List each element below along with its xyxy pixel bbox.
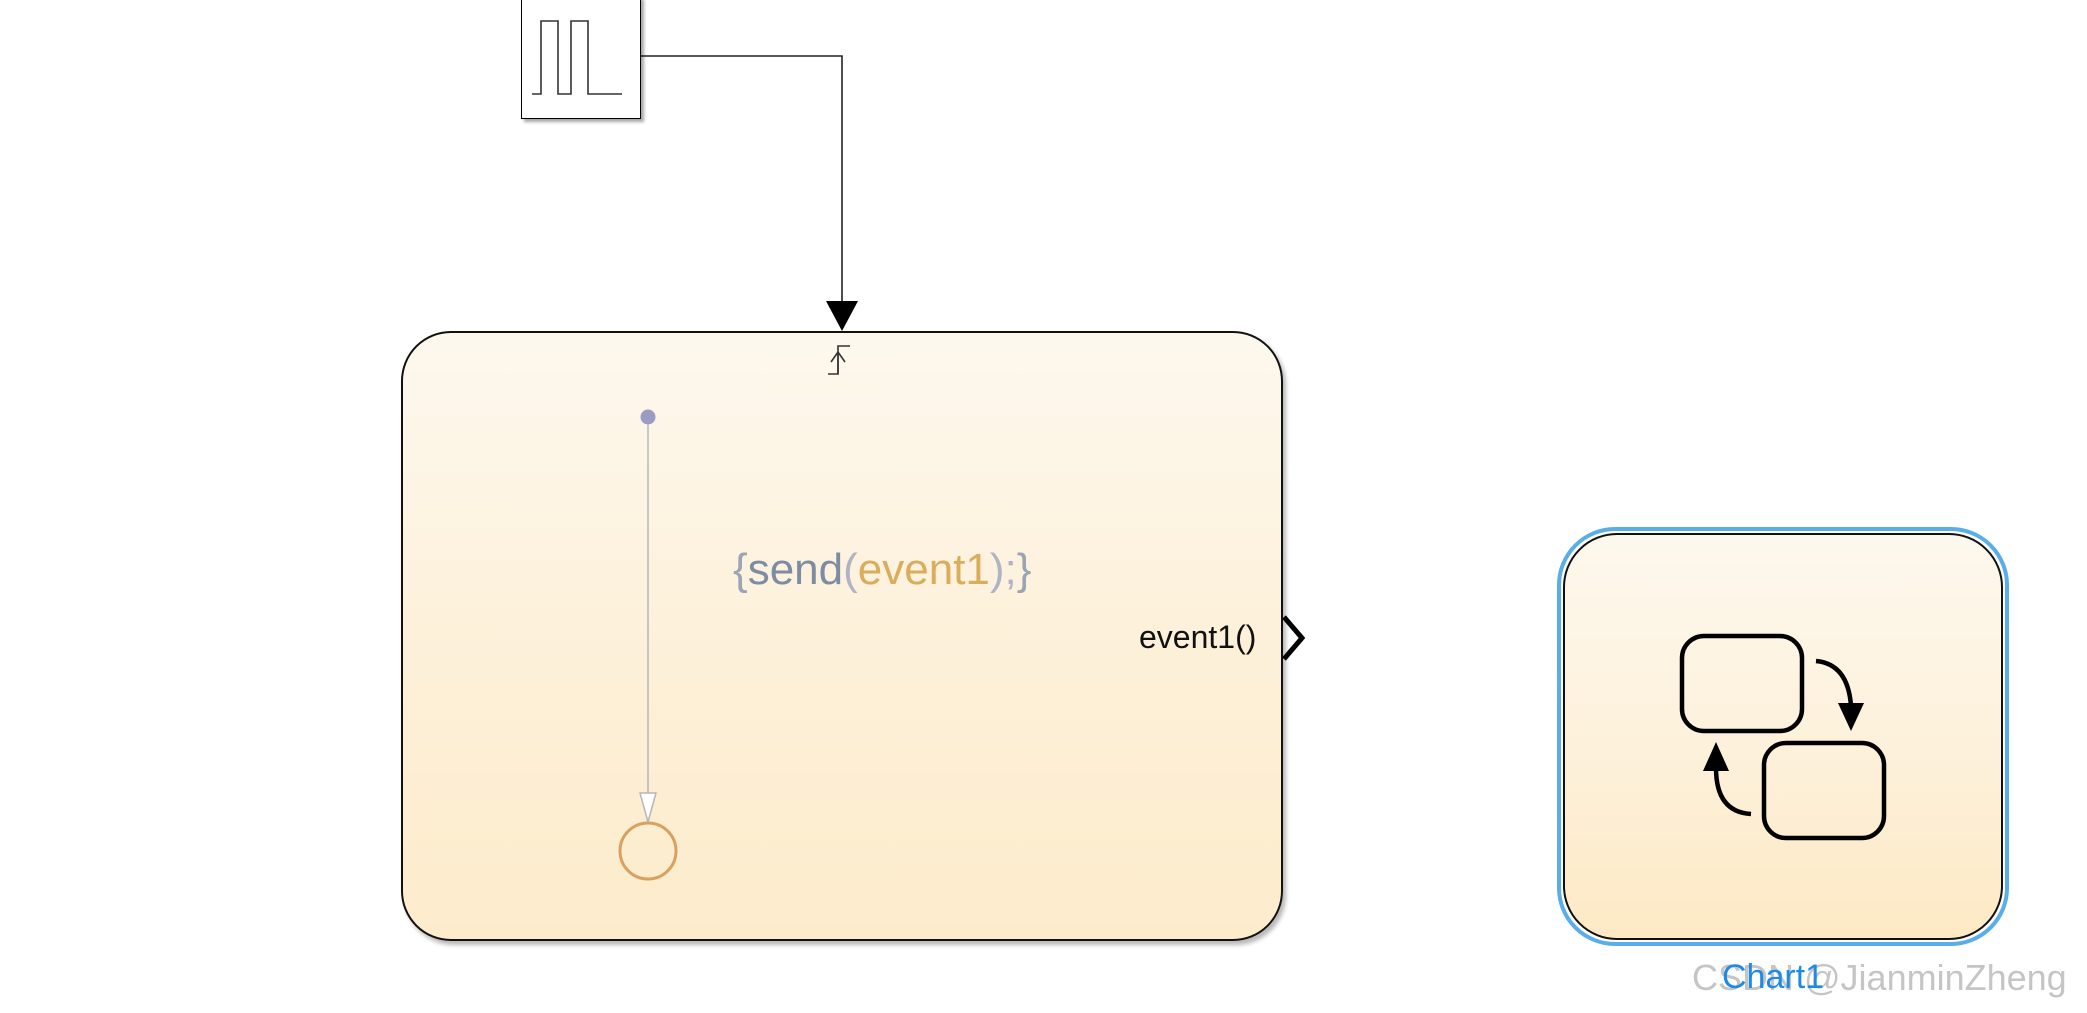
- output-event-label: event1(): [1139, 619, 1257, 655]
- state-box-upper: [1679, 633, 1805, 734]
- transition-curve-right: [1815, 658, 1854, 707]
- chart-block[interactable]: [401, 331, 1283, 941]
- code-paren-close: ): [989, 545, 1005, 594]
- default-transition-arrowhead: [639, 792, 657, 825]
- code-keyword-send: send: [747, 545, 844, 594]
- chart1-block-body: [1563, 533, 2003, 940]
- pulse-generator-block[interactable]: [521, 0, 641, 119]
- code-argument: event1: [857, 545, 990, 594]
- rising-edge-trigger-icon: [828, 345, 850, 375]
- transition-curve-left: [1713, 767, 1752, 817]
- output-event-port-icon[interactable]: [1282, 615, 1306, 661]
- code-brace-close: }: [1016, 545, 1032, 594]
- signal-line[interactable]: [641, 55, 843, 306]
- default-transition-dot[interactable]: [640, 409, 656, 425]
- state-box-lower: [1761, 740, 1887, 841]
- code-paren-open: (: [843, 545, 858, 594]
- chart1-block[interactable]: [1557, 527, 2009, 946]
- signal-arrowhead: [826, 301, 858, 331]
- watermark: CSDN @JianminZheng: [1692, 957, 2067, 998]
- state-action-code[interactable]: {send(event1);}: [733, 545, 1031, 595]
- transition-arrow-left: [1703, 742, 1729, 771]
- pulse-generator-icon: [532, 20, 622, 95]
- code-terminator: ;: [1004, 545, 1017, 594]
- junction-circle[interactable]: [618, 821, 678, 881]
- transition-arrow-right: [1838, 703, 1864, 731]
- chart1-name-label[interactable]: Chart1: [1722, 958, 1825, 996]
- code-brace-open: {: [733, 545, 748, 594]
